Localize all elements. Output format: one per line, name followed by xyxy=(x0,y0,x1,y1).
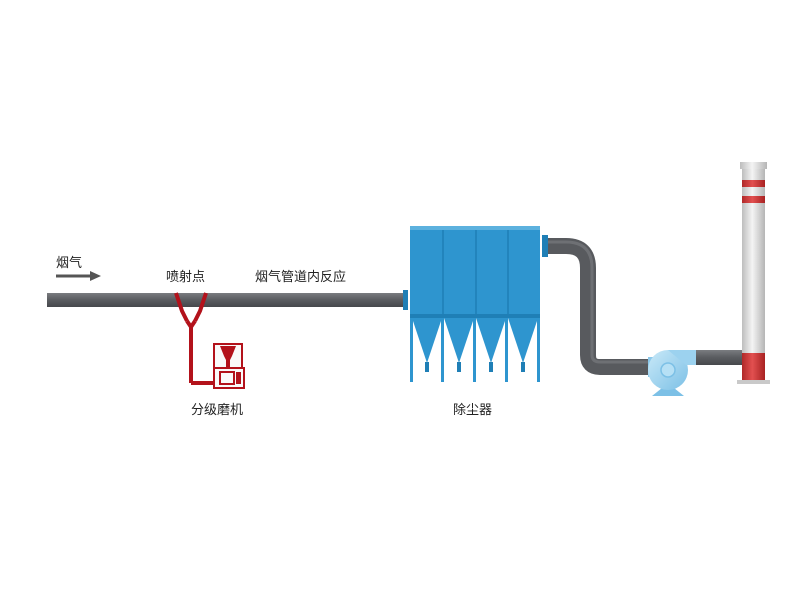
main-flue-pipe xyxy=(47,293,405,307)
flue-gas-arrow-icon xyxy=(56,271,101,281)
label-pipeline-reaction: 烟气管道内反应 xyxy=(255,270,347,285)
label-classifier-mill: 分级磨机 xyxy=(191,403,244,418)
outlet-duct xyxy=(548,238,650,375)
dust-collector xyxy=(410,226,540,382)
fan-to-chimney-duct xyxy=(696,350,742,365)
label-flue-gas: 烟气 xyxy=(56,256,83,271)
chimney xyxy=(737,162,770,384)
collector-outlet-flange xyxy=(542,235,548,257)
label-injection-point: 喷射点 xyxy=(166,270,206,285)
induced-draft-fan xyxy=(648,350,698,396)
classifier-mill xyxy=(213,343,245,389)
collector-inlet-flange xyxy=(403,290,408,310)
label-dust-collector: 除尘器 xyxy=(453,403,493,418)
